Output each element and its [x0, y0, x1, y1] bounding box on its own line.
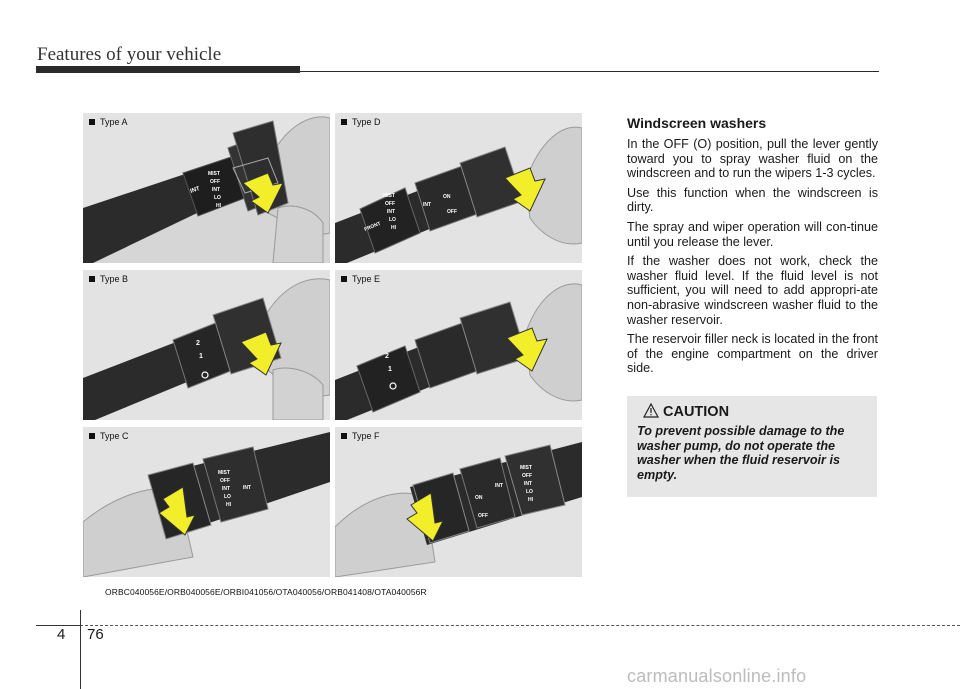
- stalk-text-mist-d: MIST: [383, 193, 395, 199]
- stalk-text-int-c: INT: [222, 486, 230, 492]
- stalk-text-on: ON: [443, 194, 451, 200]
- stalk-text-off-c: OFF: [220, 478, 230, 484]
- paragraph: If the washer does not work, check the w…: [627, 254, 878, 327]
- stalk-text-int: INT: [190, 186, 201, 195]
- stalk-text-off-f2: OFF: [522, 473, 532, 479]
- panel-label-type-a: Type A: [100, 117, 128, 127]
- stalk-text-hi: HI: [216, 203, 222, 209]
- stalk-text-off-d2: OFF: [447, 209, 457, 215]
- paragraph: The reservoir filler neck is located in …: [627, 332, 878, 376]
- panel-label-type-e: Type E: [352, 274, 381, 284]
- footer-rule: [36, 625, 80, 626]
- paragraph: In the OFF (O) position, pull the lever …: [627, 137, 878, 181]
- stalk-text-off-d: OFF: [385, 201, 395, 207]
- stalk-text-mist-c: MIST: [218, 470, 230, 476]
- stalk-text-int-c2: INT: [243, 485, 251, 491]
- pull-arrow-c: [158, 486, 196, 536]
- panel-type-e: Type E 2 1: [335, 270, 582, 420]
- panel-type-c: Type C MIST OFF INT LO HI INT: [83, 427, 330, 577]
- stalk-text-1-b: 1: [199, 353, 203, 360]
- figure-caption: ORBC040056E/ORB040056E/ORBI041056/OTA040…: [105, 587, 427, 597]
- panel-type-f: Type F ON OFF INT MIST OFF INT LO HI: [335, 427, 582, 577]
- stalk-text-lo-d: LO: [389, 217, 396, 223]
- page-number: 76: [87, 626, 104, 643]
- stalk-text-on-f: ON: [475, 495, 483, 501]
- warning-triangle-icon: [642, 402, 660, 422]
- stalk-text-hi-d: HI: [391, 225, 397, 231]
- section-title: Windscreen washers: [627, 115, 767, 131]
- stalk-text-int2: INT: [212, 187, 220, 193]
- stalk-text-int-d: INT: [387, 209, 395, 215]
- panel-type-a: Type A INT MIST OFF INT LO HI: [83, 113, 330, 263]
- pull-arrow-a: [242, 172, 284, 214]
- stalk-text-lo-f: LO: [526, 489, 533, 495]
- footer-divider: [80, 610, 81, 689]
- stalk-text-int-d2: INT: [423, 202, 431, 208]
- stalk-text-off: OFF: [210, 179, 220, 185]
- stalk-text-2-b: 2: [196, 340, 200, 347]
- stalk-text-mist-f: MIST: [520, 465, 532, 471]
- stalk-text-off-f: OFF: [478, 513, 488, 519]
- pull-arrow-f: [406, 492, 444, 542]
- pull-arrow-b: [240, 331, 282, 376]
- stalk-text-int-f2: INT: [524, 481, 532, 487]
- stalk-text-lo-c: LO: [224, 494, 231, 500]
- caution-box: CAUTION To prevent possible damage to th…: [627, 396, 877, 497]
- watermark: carmanualsonline.info: [627, 666, 807, 686]
- panel-label-type-f: Type F: [352, 431, 380, 441]
- panel-label-type-b: Type B: [100, 274, 129, 284]
- paragraph: Use this function when the windscreen is…: [627, 185, 878, 215]
- stalk-text-hi-f: HI: [528, 497, 534, 503]
- section-body: Windscreen washers In the OFF (O) positi…: [627, 115, 878, 381]
- chapter-number: 4: [57, 626, 66, 643]
- panel-type-b: Type B 2 1: [83, 270, 330, 420]
- caution-title: CAUTION: [663, 404, 730, 420]
- paragraph: The spray and wiper operation will con-t…: [627, 219, 878, 249]
- page-header-title: Features of your vehicle: [37, 44, 222, 65]
- pull-arrow-e: [506, 327, 548, 372]
- footer-dashed-rule: [80, 625, 960, 626]
- stalk-text-int-f: INT: [495, 483, 503, 489]
- pull-arrow-d: [504, 167, 546, 212]
- stalk-text-mist: MIST: [208, 171, 220, 177]
- panel-label-type-d: Type D: [352, 117, 381, 127]
- panel-type-d: Type D FRONT MIST OFF INT LO HI INT ON O…: [335, 113, 582, 263]
- wiper-stalk-figure: Type A INT MIST OFF INT LO HI Type D: [83, 113, 582, 586]
- header-bar: [36, 66, 300, 73]
- caution-text: To prevent possible damage to the washer…: [637, 424, 845, 482]
- stalk-text-2-e: 2: [385, 353, 389, 360]
- stalk-text-lo: LO: [214, 195, 221, 201]
- stalk-text-1-e: 1: [388, 366, 392, 373]
- stalk-text-hi-c: HI: [226, 502, 232, 508]
- panel-label-type-c: Type C: [100, 431, 129, 441]
- header-rule: [300, 71, 879, 72]
